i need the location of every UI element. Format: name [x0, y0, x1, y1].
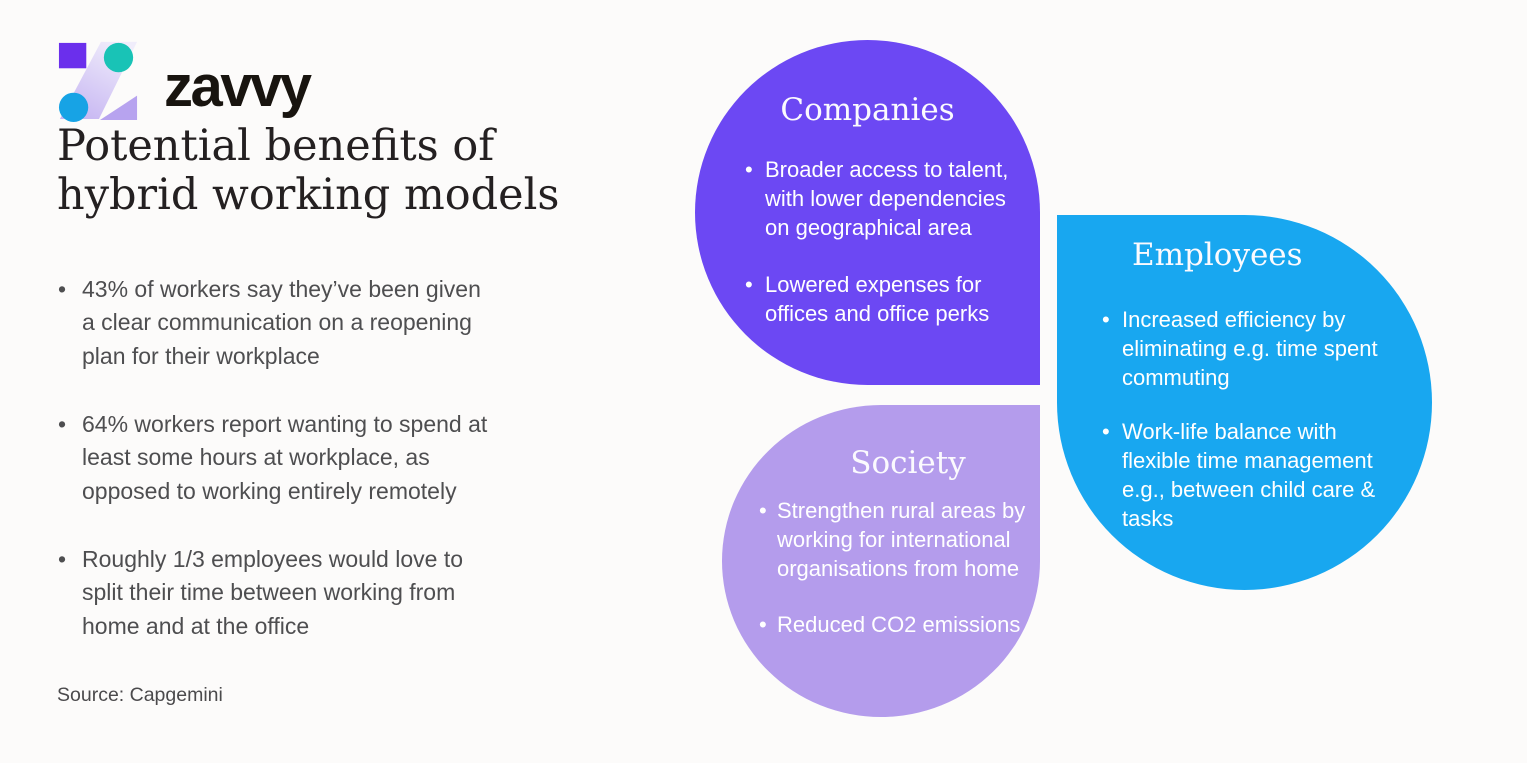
group-companies-blob: Companies Broader access to talent, with… — [695, 40, 1040, 385]
group-employees-title: Employees — [1132, 237, 1303, 273]
group-employees-blob: Employees Increased efficiency by elimin… — [1057, 215, 1432, 590]
group-society-list: Strengthen rural areas by working for in… — [757, 496, 1029, 639]
group-companies-list: Broader access to talent, with lower dep… — [743, 155, 1017, 328]
benefit-item: Work-life balance with flexible time man… — [1100, 417, 1387, 533]
source-note: Source: Capgemini — [57, 684, 223, 706]
group-employees-list: Increased efficiency by eliminating e.g.… — [1100, 305, 1387, 533]
brand-wordmark: zavvy — [164, 54, 312, 119]
logo-blue-circle — [58, 92, 89, 122]
page-title: Potential benefits of hybrid working mod… — [57, 121, 560, 221]
logo-triangle-shape — [99, 95, 138, 121]
stat-item: 43% of workers say they’ve been given a … — [55, 273, 492, 373]
group-society-blob: Society Strengthen rural areas by workin… — [722, 405, 1040, 717]
group-society-title: Society — [850, 445, 966, 481]
stat-item: Roughly 1/3 employees would love to spli… — [55, 543, 492, 643]
benefit-item: Strengthen rural areas by working for in… — [757, 496, 1029, 583]
zavvy-logo — [58, 41, 138, 122]
brand: zavvy — [57, 38, 312, 122]
stats-list: 43% of workers say they’ve been given a … — [55, 273, 492, 678]
logo-square-shape — [58, 42, 87, 69]
stat-item: 64% workers report wanting to spend at l… — [55, 408, 492, 508]
benefit-item: Lowered expenses for offices and office … — [743, 270, 1017, 328]
logo-teal-circle — [103, 42, 134, 73]
group-companies-title: Companies — [780, 92, 955, 128]
benefit-item: Broader access to talent, with lower dep… — [743, 155, 1017, 242]
benefit-item: Reduced CO2 emissions — [757, 610, 1029, 639]
benefit-item: Increased efficiency by eliminating e.g.… — [1100, 305, 1387, 392]
